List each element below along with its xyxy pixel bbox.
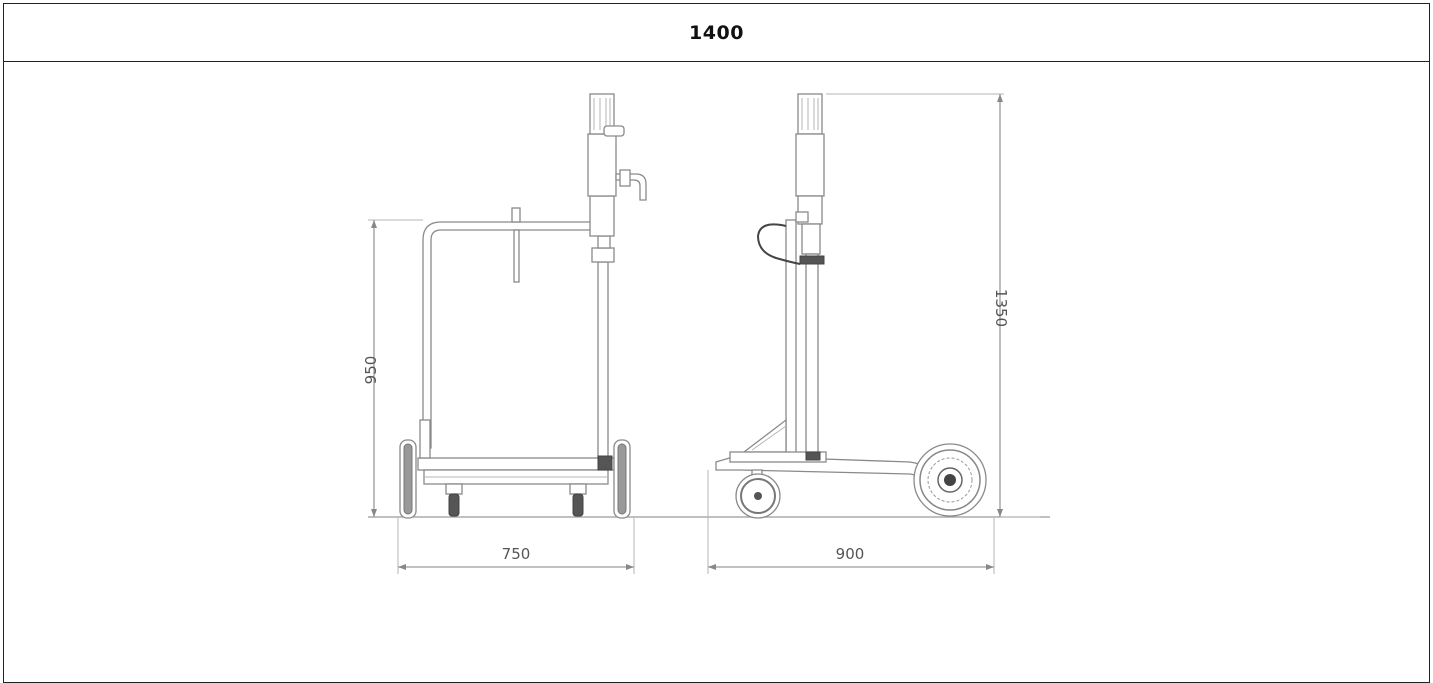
side-handle-top <box>795 211 809 223</box>
front-pump-switch <box>603 125 625 137</box>
front-left-caster-mount <box>445 483 463 495</box>
front-pump-tube <box>597 261 609 459</box>
front-pump-clamp <box>591 247 615 263</box>
side-pump-body-mid <box>795 133 825 197</box>
side-pump-tube <box>805 253 819 457</box>
technical-drawing: 950 750 <box>362 93 1050 574</box>
diagram-header: 1400 <box>4 4 1429 62</box>
side-handle-column <box>785 219 797 457</box>
front-base-bracket <box>597 455 613 471</box>
front-handle-frame <box>422 221 595 449</box>
header-title: 1400 <box>689 21 744 44</box>
side-pump-clamp <box>799 255 825 265</box>
front-t-handle-stem <box>513 229 520 283</box>
front-outlet-elbow <box>615 173 647 201</box>
side-gusset <box>742 418 787 453</box>
front-view: 950 750 <box>362 93 647 574</box>
front-left-caster <box>448 493 460 517</box>
front-pump-body-lower <box>589 195 615 237</box>
front-width-label: 750 <box>502 545 531 563</box>
front-outlet-fitting <box>619 169 631 187</box>
front-height-label: 950 <box>362 356 380 385</box>
front-t-handle-top <box>511 207 521 223</box>
front-right-caster <box>572 493 584 517</box>
front-base-plate <box>417 457 615 471</box>
front-pump-body-mid <box>587 133 617 197</box>
front-right-caster-mount <box>569 483 587 495</box>
side-length-label: 900 <box>836 545 865 563</box>
total-height-label: 1350 <box>992 289 1010 327</box>
side-hose <box>756 223 801 265</box>
side-pump-neck <box>801 223 821 255</box>
side-view: 900 1350 <box>640 93 1050 574</box>
front-pump-neck <box>597 235 611 249</box>
front-left-post <box>419 419 431 459</box>
side-chassis-plate <box>729 451 827 463</box>
